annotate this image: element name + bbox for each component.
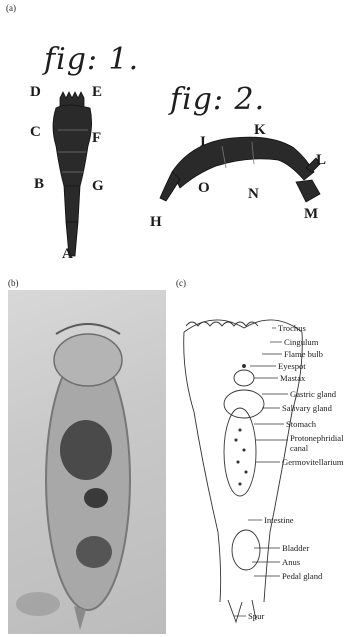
label-salivary-gland: Salivary gland [282, 404, 332, 413]
label-cingulum: Cingulum [284, 338, 318, 347]
label-intestine: Intestine [264, 516, 294, 525]
label-eyespot: Eyespot [278, 362, 306, 371]
label-gastric-gland: Gastric gland [290, 390, 336, 399]
label-bladder: Bladder [282, 544, 309, 553]
label-mastax: Mastax [280, 374, 305, 383]
label-germovitellarium: Germovitellarium [282, 458, 344, 467]
label-protonephridial: Protonephridial [290, 434, 343, 443]
label-spur: Spur [248, 612, 264, 621]
label-flame-bulb: Flame bulb [284, 350, 323, 359]
label-anus: Anus [282, 558, 300, 567]
label-canal: canal [290, 444, 308, 453]
label-trochus: Trochus [278, 324, 306, 333]
label-pedal-gland: Pedal gland [282, 572, 322, 581]
label-stomach: Stomach [286, 420, 316, 429]
